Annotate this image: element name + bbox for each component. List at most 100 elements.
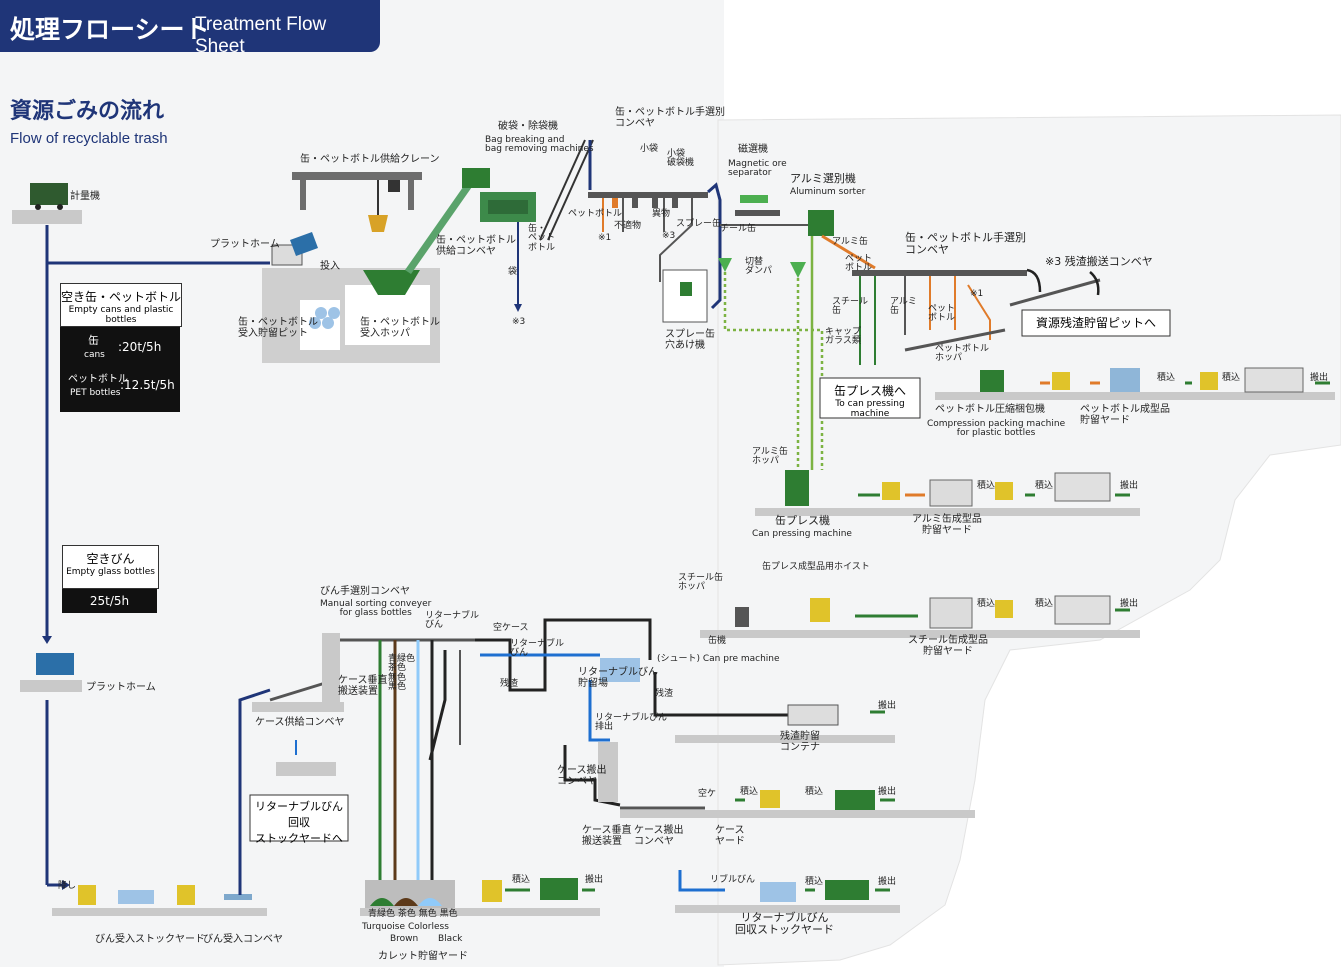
hand-sort2-label: 缶・ペットボトル手選別 コンベヤ	[905, 232, 1026, 255]
foreign-label: 異物	[652, 210, 670, 219]
out6-label: 搬出	[878, 878, 896, 887]
alu-can-label: アルミ缶	[832, 238, 868, 247]
alu-yard-label: アルミ缶成型品 貯留ヤード	[912, 515, 982, 536]
out7-label: 搬出	[585, 876, 603, 885]
pet-bottle-label: ペットボトル	[568, 210, 622, 219]
pet-en: PET bottles	[70, 389, 120, 398]
returnable2-label: リターナブル びん	[510, 640, 564, 659]
load2-label: 積込	[1222, 374, 1240, 383]
pit-label: 缶・ペットボトル 受入貯留ピット	[238, 318, 318, 339]
title-en: Treatment Flow Sheet	[195, 14, 380, 58]
out4-label: 搬出	[878, 702, 896, 711]
cans-jp: 缶	[88, 335, 99, 347]
to-can-press-box: 缶プレス機へ To can pressing machine	[820, 378, 920, 418]
platform-label: プラットホーム	[210, 240, 280, 251]
supply-conveyor-label: 缶・ペットボトル 供給コンベヤ	[436, 236, 516, 257]
spray-machine-label: スプレー缶 穴あけ機	[665, 330, 715, 351]
bag-label: 袋	[508, 268, 517, 277]
residue-container-label: 残渣貯留 コンテナ	[780, 732, 820, 753]
capacity-glass-jp: 空きびん	[63, 550, 158, 567]
load5-label: 積込	[977, 600, 995, 609]
pet-value: :12.5t/5h	[120, 379, 175, 392]
scale-label: 計量機	[70, 192, 100, 203]
case-yard-label: ケース ヤード	[715, 826, 745, 847]
pet-bottle2-label: ペット ボトル	[845, 255, 872, 274]
cullet-colors-jp: 青緑色 茶色 無色 黒色	[368, 910, 458, 919]
bag-machine-en: Bag breaking and bag removing machines	[485, 136, 594, 155]
glass-stock-label: びん受入ストックヤード	[95, 935, 205, 946]
crane-label: 缶・ペットボトル供給クレーン	[300, 155, 440, 166]
note3b-label: ※3	[662, 232, 675, 241]
empty-case-label: 空ケース	[493, 624, 529, 633]
residue-conveyor-label: ※3 残渣搬送コンベヤ	[1045, 256, 1153, 268]
cans-en: cans	[84, 351, 105, 360]
load3-label: 積込	[977, 482, 995, 491]
small-bag-breaker-label: 小袋 破袋機	[667, 150, 694, 169]
glass-receiving-conveyor-label: びん受入コンベヤ	[203, 935, 283, 946]
returnable-label: リターナブル びん	[425, 612, 479, 631]
steel-can-label: スチール 缶	[832, 298, 868, 317]
turquoise-label: Turquoise	[362, 923, 405, 932]
capacity-glass-header: 空きびん Empty glass bottles	[62, 545, 159, 589]
steel-hopper-label: スチール缶 ホッパ	[678, 574, 723, 593]
hoist-label: 缶プレス成型品用ホイスト	[762, 563, 870, 572]
glass-conveyor-en: Manual sorting conveyer for glass bottle…	[320, 600, 431, 619]
color-column-label: 青緑色 茶色 無色 黒色	[388, 655, 415, 693]
drop-label: 降し	[58, 882, 76, 891]
can-press-en: Can pressing machine	[752, 530, 852, 539]
load6-label: 積込	[1035, 600, 1053, 609]
bag-machine-jp: 破袋・除袋機	[498, 122, 558, 133]
case-lift-label: ケース垂直 搬送装置	[338, 676, 388, 697]
steel-yard-label: スチール缶成型品 貯留ヤード	[908, 636, 988, 657]
empty-case2-label: 空ケ	[698, 790, 716, 799]
out3-label: 搬出	[1120, 600, 1138, 609]
alu-sorter-jp: アルミ選別機	[790, 173, 856, 185]
capacity-glass-en: Empty glass bottles	[63, 567, 158, 577]
colorless-label: Colorless	[408, 923, 449, 932]
returnable-out-label: リターナブルびん 排出	[595, 714, 667, 733]
switch-damper-label: 切替 ダンパ	[745, 258, 772, 277]
spray-can-label: スプレー缶	[676, 220, 721, 229]
pet-baler-en: Compression packing machine for plastic …	[927, 420, 1065, 439]
note1a-label: ※1	[598, 234, 611, 243]
hopper-label: 缶・ペットボトル 受入ホッパ	[360, 318, 440, 339]
note3a-label: ※3	[512, 318, 525, 327]
brown-label: Brown	[390, 935, 418, 944]
capacity-glass-value-box: 25t/5h	[62, 589, 157, 613]
alu-hopper-label: アルミ缶 ホッパ	[752, 448, 788, 467]
alu-sorter-en: Aluminum sorter	[790, 188, 865, 197]
capacity-cans-en: Empty cans and plastic bottles	[61, 305, 181, 325]
residue-label: 残渣	[500, 680, 518, 689]
out5-label: 搬出	[878, 788, 896, 797]
section-title-en: Flow of recyclable trash	[10, 130, 168, 147]
can-press-jp: 缶プレス機	[775, 515, 830, 527]
load1-label: 積込	[1157, 374, 1175, 383]
title-jp: 処理フローシート	[10, 10, 210, 46]
alu-can2-label: アルミ 缶	[890, 298, 917, 317]
pet-bottle3-label: ペット ボトル	[928, 305, 955, 324]
returnable3-label: リブルびん	[710, 876, 755, 885]
mag-sep-en: Magnetic ore separator	[728, 160, 787, 179]
pet-yard-label: ペットボトル成型品 貯留ヤード	[1080, 405, 1170, 426]
capacity-cans-jp: 空き缶・ペットボトル	[61, 288, 181, 305]
to-residue-pit-label: 資源残渣貯留ピットへ	[1022, 310, 1170, 336]
glass-conveyor-jp: びん手選別コンベヤ	[320, 587, 410, 598]
hand-sort1-label: 缶・ペットボトル手選別 コンベヤ	[615, 108, 725, 129]
load10-label: 積込	[512, 876, 530, 885]
cans-value: :20t/5h	[118, 341, 161, 354]
case-out-conveyor-label: ケース搬出 コンベヤ	[557, 766, 607, 787]
capacity-glass-value: 25t/5h	[90, 594, 129, 608]
load7-label: 積込	[740, 788, 758, 797]
section-title-jp: 資源ごみの流れ	[10, 93, 164, 125]
pet-hopper-label: ペットボトル ホッパ	[935, 345, 989, 364]
load9-label: 積込	[805, 878, 823, 887]
note1b-label: ※1	[970, 290, 983, 299]
residue2-label: 残渣	[655, 690, 673, 699]
platform2-label: プラットホーム	[86, 683, 156, 694]
mag-sep-jp: 磁選機	[738, 145, 768, 156]
returnable-store-label: リターナブルびん 貯留場	[578, 668, 658, 689]
can-machine-partial-label: 缶機	[708, 637, 726, 646]
input-label: 投入	[320, 262, 340, 273]
